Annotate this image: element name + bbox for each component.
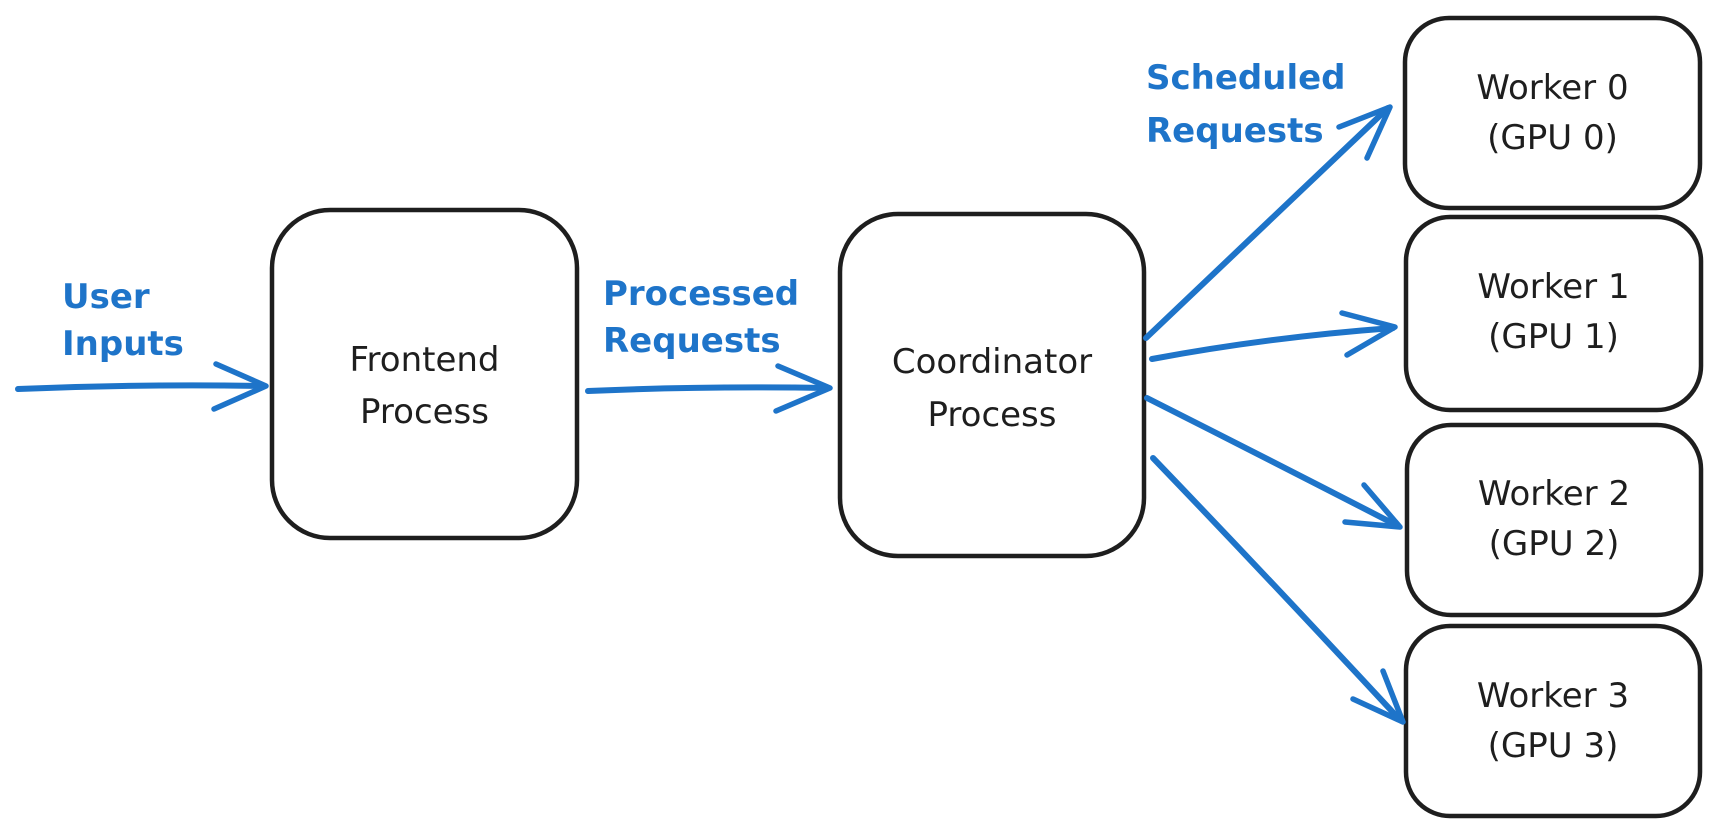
worker-0-label-line1: Worker 0: [1476, 68, 1629, 108]
user-inputs-arrow: [15, 361, 269, 412]
coordinator-process-label: Coordinator Process: [840, 336, 1144, 442]
worker-3-label-line1: Worker 3: [1476, 676, 1630, 716]
scheduled-requests-label: Scheduled Requests: [1146, 52, 1346, 158]
worker-3-box: [1403, 623, 1703, 819]
scheduled-requests-arrow-worker-3: [1150, 455, 1406, 725]
processed-requests-label: Processed Requests: [603, 271, 799, 365]
frontend-process-box: [269, 207, 580, 541]
coordinator-process-label-line1: Coordinator: [891, 342, 1093, 382]
worker-3-label-line2: (GPU 3): [1487, 726, 1619, 766]
frontend-process-label-line1: Frontend: [349, 340, 500, 380]
coordinator-process-label-line2: Process: [927, 395, 1057, 435]
scheduled-requests-arrow-worker-2: [1144, 395, 1403, 530]
worker-1-label-line1: Worker 1: [1477, 267, 1630, 307]
worker-0-label-line2: (GPU 0): [1487, 118, 1618, 158]
processed-requests-label-line2: Requests: [603, 321, 781, 361]
scheduled-requests-arrow-worker-0: [1143, 104, 1393, 341]
worker-2-label-line1: Worker 2: [1477, 474, 1631, 514]
worker-3-label: Worker 3 (GPU 3): [1406, 671, 1700, 771]
worker-1-box: [1403, 214, 1704, 413]
processed-requests-arrow: [585, 363, 833, 414]
worker-1-label: Worker 1 (GPU 1): [1406, 262, 1701, 362]
frontend-process-label-line2: Process: [360, 392, 489, 432]
coordinator-process-box: [837, 211, 1147, 559]
worker-2-label: Worker 2 (GPU 2): [1407, 469, 1701, 569]
scheduled-requests-label-line2: Requests: [1146, 111, 1324, 151]
scheduled-requests-arrow-worker-1: [1149, 310, 1398, 362]
scheduled-requests-label-line1: Scheduled: [1146, 58, 1346, 98]
frontend-process-label: Frontend Process: [272, 334, 577, 438]
worker-0-box: [1402, 15, 1703, 211]
worker-2-label-line2: (GPU 2): [1488, 524, 1620, 564]
user-inputs-label-line1: User: [62, 277, 150, 317]
worker-1-label-line2: (GPU 1): [1488, 317, 1619, 357]
worker-0-label: Worker 0 (GPU 0): [1405, 63, 1700, 163]
user-inputs-label: User Inputs: [62, 274, 184, 368]
worker-2-box: [1404, 422, 1704, 618]
processed-requests-label-line1: Processed: [603, 274, 800, 314]
user-inputs-label-line2: Inputs: [62, 324, 184, 364]
